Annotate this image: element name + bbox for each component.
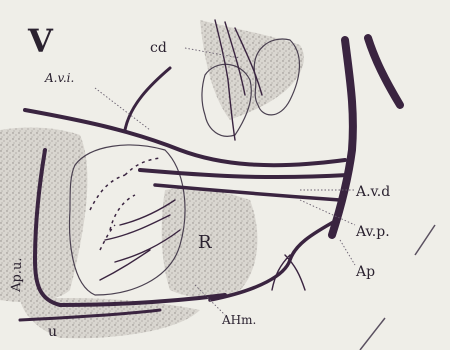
label-avp: Av.p. bbox=[355, 224, 390, 240]
label-apu: Ap.u. bbox=[9, 257, 25, 293]
label-avi: A.v.i. bbox=[44, 71, 74, 85]
label-r: R bbox=[198, 232, 212, 253]
label-cd: cd bbox=[150, 40, 167, 56]
label-ap: Ap bbox=[355, 264, 375, 280]
label-avd: A.v.d bbox=[355, 184, 390, 200]
edge-marks bbox=[360, 225, 435, 350]
panel-letter: V bbox=[27, 22, 54, 60]
arteria-ventralis-dorsalis bbox=[140, 170, 348, 177]
upper-right-artery bbox=[368, 38, 400, 105]
stippled-tissue-upper bbox=[200, 20, 304, 120]
label-ahm: AHm. bbox=[221, 313, 256, 327]
label-u: u bbox=[48, 324, 57, 340]
leader-avp bbox=[300, 200, 355, 225]
leader-ap bbox=[340, 240, 355, 265]
cd-branch bbox=[125, 68, 170, 130]
main-vertical-artery bbox=[332, 40, 353, 235]
